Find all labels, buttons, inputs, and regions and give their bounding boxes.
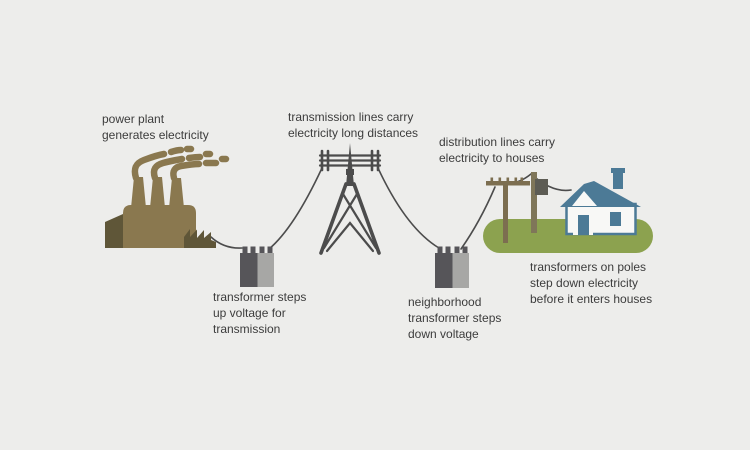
step-up-transformer-icon [240,246,274,287]
transformer-pole [531,172,537,233]
transmission-tower-icon [318,143,382,255]
distribution-pole [503,182,508,243]
power-plant-icon [105,145,230,248]
wire-stepup-to-tower [268,167,323,250]
utility-poles-icon [486,172,548,243]
gable [572,191,597,206]
wire-neighborhood-to-pole [460,186,496,250]
plant-sawtooth-roof [184,229,216,248]
neighborhood-transformer-label: neighborhood transformer steps down volt… [408,295,502,341]
pole-transformer-box-icon [535,179,548,195]
pole-transformers-label: transformers on poles step down electric… [530,260,653,306]
step-up-transformer-label: transformer steps up voltage for transmi… [213,290,307,336]
neighborhood-transformer-icon [435,246,469,288]
insulator-icon [320,149,380,172]
smoke-icon [131,145,230,182]
chimney [611,168,625,189]
wire-plant-to-stepup [210,236,243,249]
pole-crossarm [486,181,530,186]
door [578,215,589,235]
house-icon [560,168,641,236]
wire-tower-to-neighborhood [377,167,440,249]
distribution-lines-label: distribution lines carry electricity to … [439,135,556,165]
plant-building [123,205,196,248]
crossarm-pegs [490,177,524,182]
power-plant-label: power plant generates electricity [102,112,209,142]
window [610,212,621,226]
smokestacks [131,177,184,208]
transmission-lines-label: transmission lines carry electricity lon… [288,110,419,140]
plant-annex [105,214,123,248]
house-roof [560,181,641,207]
